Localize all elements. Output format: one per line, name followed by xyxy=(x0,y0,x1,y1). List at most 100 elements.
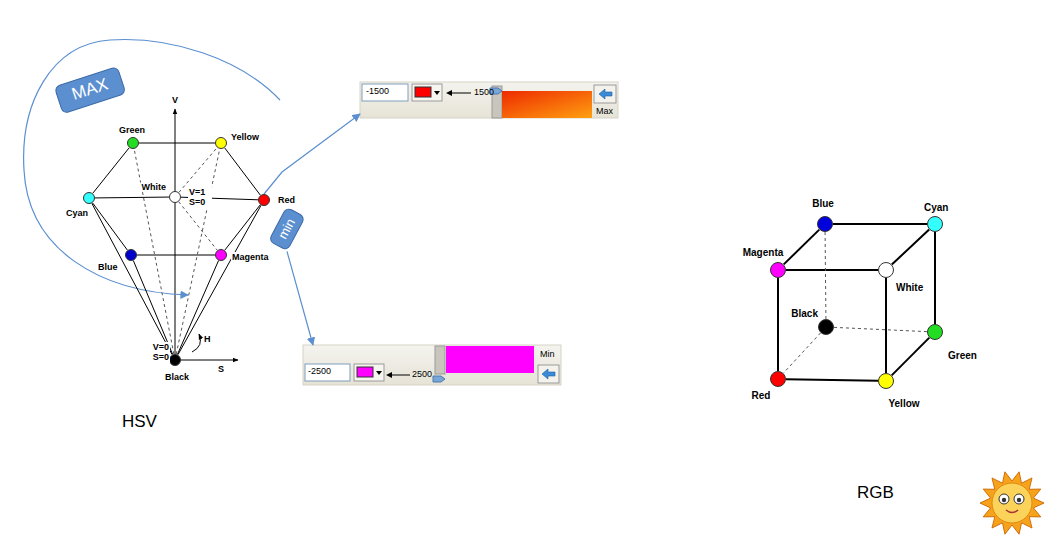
color-name: Red xyxy=(751,390,772,402)
color-point: Black xyxy=(818,319,834,335)
color-point: Yellow xyxy=(215,137,227,149)
color-name: Blue xyxy=(97,262,119,272)
input-box xyxy=(305,364,350,381)
cone-edge xyxy=(133,261,172,355)
cone-edge xyxy=(179,148,217,193)
color-name: Cyan xyxy=(65,208,89,218)
callout-text: MAX xyxy=(70,75,111,104)
widget-text: 1500 xyxy=(474,87,494,97)
gradient-bar xyxy=(502,91,592,118)
cube-edge xyxy=(786,269,878,271)
cube-edge xyxy=(892,229,929,264)
color-point: Red xyxy=(770,371,786,387)
cube-edge xyxy=(783,333,820,373)
color-point: Green xyxy=(927,324,943,340)
cube-edge xyxy=(833,223,927,225)
sun-rays xyxy=(980,472,1044,534)
slider-thumb xyxy=(433,376,445,382)
widget-text: Min xyxy=(540,349,555,359)
sun-pupil xyxy=(1002,498,1006,502)
color-name: Blue xyxy=(811,198,835,210)
color-point: Green xyxy=(127,137,139,149)
h-arrow xyxy=(192,334,200,352)
color-name: V=1 S=0 xyxy=(188,187,212,208)
sun-face xyxy=(992,483,1032,523)
cube-edge xyxy=(934,232,936,324)
arrow-icon xyxy=(599,89,612,99)
cube-edge xyxy=(885,278,887,373)
widget-panel xyxy=(360,82,618,118)
cone-edge xyxy=(93,203,128,250)
color-name: Black xyxy=(164,372,190,382)
color-point: Red xyxy=(258,194,270,206)
axis-label: S xyxy=(218,364,224,374)
color-name: White xyxy=(895,282,924,294)
callout-min: min xyxy=(268,207,306,252)
leader-head xyxy=(386,372,392,378)
slider-grip xyxy=(435,346,445,374)
color-name: Red xyxy=(277,195,296,205)
slider-widget: -1500 1500Max xyxy=(360,82,618,118)
cone-edge xyxy=(178,205,261,355)
axis-label: H xyxy=(204,334,211,344)
slider-widget: -25002500Min xyxy=(303,345,561,385)
color-dropdown xyxy=(412,84,442,101)
color-point: V=0 S=0Black xyxy=(169,354,181,366)
sun-eye xyxy=(999,494,1009,504)
color-name: Green xyxy=(947,350,978,362)
s-axis xyxy=(175,360,238,361)
color-name: Cyan xyxy=(923,202,949,214)
dropdown-arrow xyxy=(434,91,440,95)
cube-edge xyxy=(786,379,878,381)
widget-text: Max xyxy=(596,106,613,116)
max-curve xyxy=(24,40,280,295)
color-name: White xyxy=(141,182,168,192)
callout-text: min xyxy=(276,216,298,241)
arrow-button xyxy=(594,85,616,103)
color-name: V=0 S=0 xyxy=(138,342,170,363)
leader-head xyxy=(446,90,452,96)
color-point: White xyxy=(878,262,894,278)
cube-edge xyxy=(892,338,930,376)
callout-max: MAX xyxy=(54,66,126,114)
color-point: Yellow xyxy=(878,373,894,389)
color-point: Magenta xyxy=(215,249,227,261)
cone-edge xyxy=(92,203,172,354)
v-axis xyxy=(175,109,176,360)
color-point: Cyan xyxy=(927,216,943,232)
color-swatch xyxy=(415,87,431,97)
sun-pupil xyxy=(1017,498,1021,502)
cone-edge xyxy=(177,260,218,354)
color-swatch xyxy=(357,367,373,377)
color-name: Magenta xyxy=(742,247,785,259)
axis-label: V xyxy=(172,95,178,105)
sun-eye xyxy=(1014,494,1024,504)
cube-edge xyxy=(784,230,820,265)
cone-edge xyxy=(139,143,215,144)
widget-text: -2500 xyxy=(308,366,331,376)
widget-text: -1500 xyxy=(366,86,389,96)
dropdown-arrow xyxy=(376,371,382,375)
cube-edge xyxy=(777,278,779,371)
color-point: Blue xyxy=(817,216,833,232)
cone-edge xyxy=(179,202,218,251)
cone-edge xyxy=(225,205,261,251)
leader-line xyxy=(449,93,471,94)
cone-edge xyxy=(134,149,174,354)
color-point: Magenta xyxy=(770,262,786,278)
color-name: Green xyxy=(118,125,146,135)
color-bar xyxy=(446,346,534,373)
color-name: Magenta xyxy=(231,252,270,262)
cone-edge xyxy=(176,149,220,354)
arrow-button xyxy=(538,365,559,383)
pointer-arrow xyxy=(264,114,360,194)
cone-edge xyxy=(93,148,130,194)
widget-panel xyxy=(303,345,561,385)
color-name: Yellow xyxy=(230,132,260,142)
color-point: WhiteV=1 S=0 xyxy=(169,191,181,203)
pointer-arrow xyxy=(287,251,313,345)
caption-label: HSV xyxy=(122,412,157,432)
cone-edge xyxy=(95,197,169,199)
caption-label: RGB xyxy=(857,483,894,503)
cube-edge xyxy=(825,232,827,319)
